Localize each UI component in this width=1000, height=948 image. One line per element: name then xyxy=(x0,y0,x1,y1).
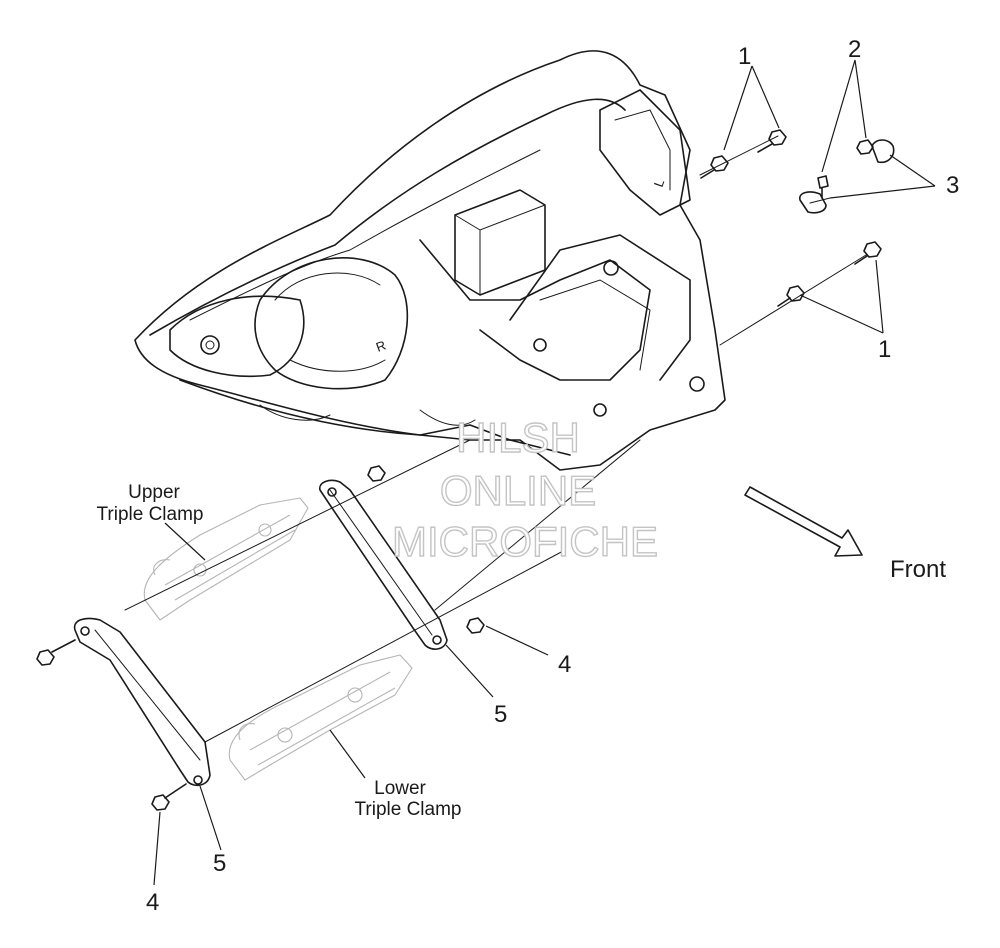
callout-leaders xyxy=(153,59,936,886)
headlight-housing: R L xyxy=(134,50,726,471)
callout-1-right: 1 xyxy=(878,336,891,363)
callout-2: 2 xyxy=(848,36,861,63)
callout-3: 3 xyxy=(946,172,959,199)
nut-set xyxy=(36,465,485,811)
upper-clamp-label-line1: Upper xyxy=(128,482,180,503)
callout-4-bottom: 4 xyxy=(146,889,159,916)
callout-4-mid: 4 xyxy=(558,651,571,678)
assembly-lines xyxy=(124,135,867,743)
callout-5-bottom: 5 xyxy=(213,850,226,877)
upper-triple-clamp xyxy=(143,497,309,621)
watermark-line2: ONLINE xyxy=(440,467,596,514)
front-arrow xyxy=(744,486,863,557)
housing-mark-l: L xyxy=(651,177,668,189)
watermark-line1: HILSH xyxy=(456,414,580,461)
bolt-set-right xyxy=(777,241,882,307)
upper-clamp-label-line2: Triple Clamp xyxy=(97,504,204,525)
lower-clamp-label-line2: Triple Clamp xyxy=(355,799,462,820)
bolt-set-top xyxy=(700,129,787,179)
lower-clamp-label-line1: Lower xyxy=(374,778,426,799)
front-label: Front xyxy=(890,556,946,583)
mounting-bracket-lower xyxy=(73,617,211,787)
watermark-line3: MICROFICHE xyxy=(392,518,658,565)
housing-mark-r: R xyxy=(374,338,388,355)
callout-5-mid: 5 xyxy=(494,701,507,728)
watermark: HILSH ONLINE MICROFICHE xyxy=(391,413,658,565)
lower-triple-clamp xyxy=(228,654,413,781)
mounting-bracket-upper xyxy=(319,479,448,650)
clamp-parts xyxy=(799,139,895,214)
callout-1-top: 1 xyxy=(738,43,751,70)
